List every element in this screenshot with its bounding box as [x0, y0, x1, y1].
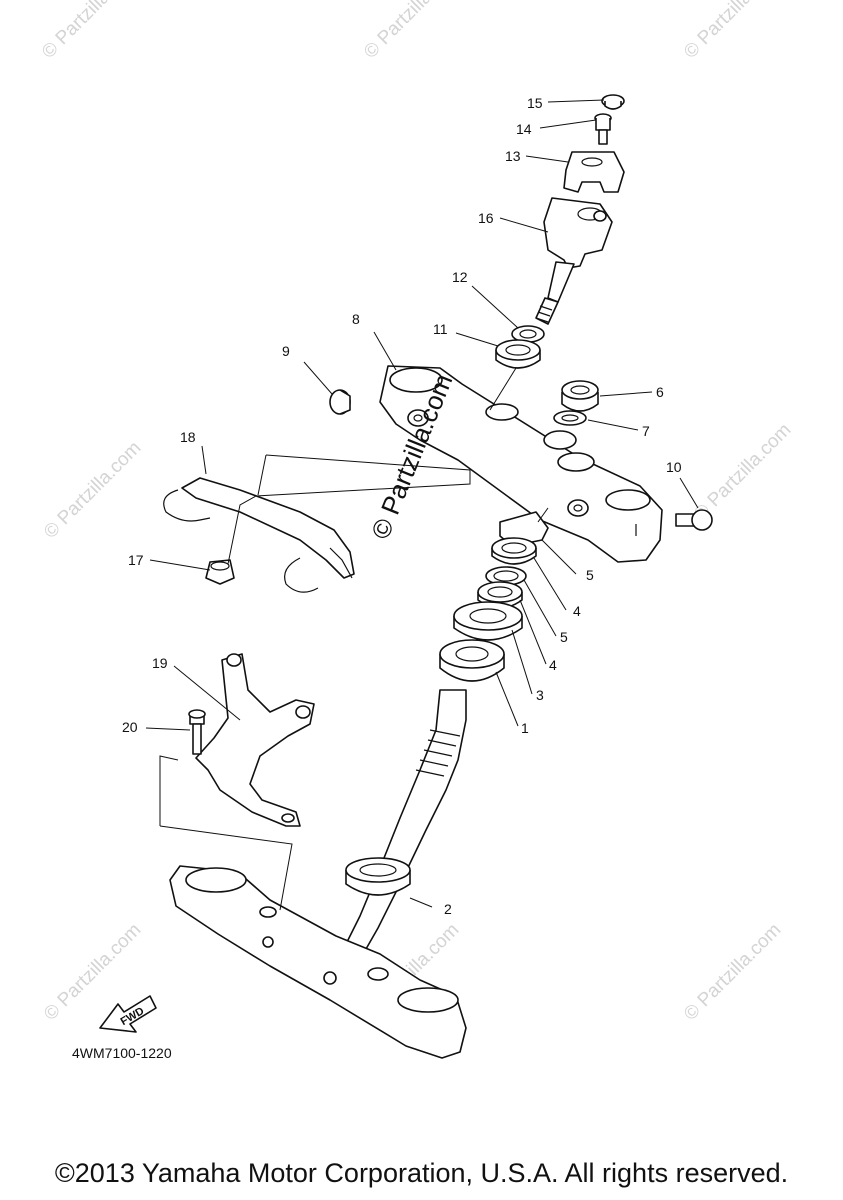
- callout-9: 8: [352, 311, 360, 327]
- callout-7: 6: [656, 384, 664, 400]
- callout-4b: 4: [549, 657, 557, 673]
- callout-5: 5: [560, 629, 568, 645]
- part-17-handlebar-holder: [535, 197, 613, 325]
- callout-1: 1: [521, 720, 529, 736]
- callout-8: 7: [642, 423, 650, 439]
- part-16-cap: [601, 94, 625, 110]
- callout-13: 12: [452, 269, 468, 285]
- callout-17: 16: [478, 210, 494, 226]
- copyright-notice: ©2013 Yamaha Motor Corporation, U.S.A. A…: [54, 1158, 789, 1188]
- callout-2: 2: [444, 901, 452, 917]
- callout-15: 14: [516, 121, 532, 137]
- part-14-holder-cap: [563, 151, 625, 193]
- part-18-nut: [205, 559, 235, 585]
- callout-6: 5: [586, 567, 594, 583]
- part-8-washer: [553, 410, 587, 426]
- part-2-steering-stem: [169, 689, 467, 1059]
- part-12-collar: [495, 339, 541, 369]
- part-9-upper-bracket: [379, 365, 663, 563]
- callout-10: 9: [282, 343, 290, 359]
- callout-20: 19: [152, 655, 168, 671]
- fwd-label: FWD: [119, 1005, 147, 1028]
- part-10-plug: [329, 389, 351, 415]
- part-15-bolt: [594, 113, 612, 145]
- callout-4a: 4: [573, 603, 581, 619]
- part-11-bolt: [675, 509, 713, 531]
- part-7-nut: [561, 380, 599, 412]
- callout-19: 18: [180, 429, 196, 445]
- callout-16: 15: [527, 95, 543, 111]
- callout-12: 11: [433, 321, 448, 337]
- callout-21: 20: [122, 719, 138, 735]
- drawing-code: 4WM7100-1220: [72, 1045, 172, 1061]
- part-20-bracket: [195, 653, 315, 827]
- part-3-bearing-cover: [453, 601, 523, 641]
- callout-11: 10: [666, 459, 682, 475]
- callout-14: 13: [505, 148, 521, 164]
- fwd-arrow-icon: FWD: [99, 995, 157, 1033]
- part-1-bearing: [439, 639, 505, 682]
- callout-18: 17: [128, 552, 144, 568]
- callout-3: 3: [536, 687, 544, 703]
- part-19-cable-guide: [163, 477, 355, 593]
- part-21-bolt: [188, 709, 206, 755]
- part-4-ring-nut: [491, 537, 537, 565]
